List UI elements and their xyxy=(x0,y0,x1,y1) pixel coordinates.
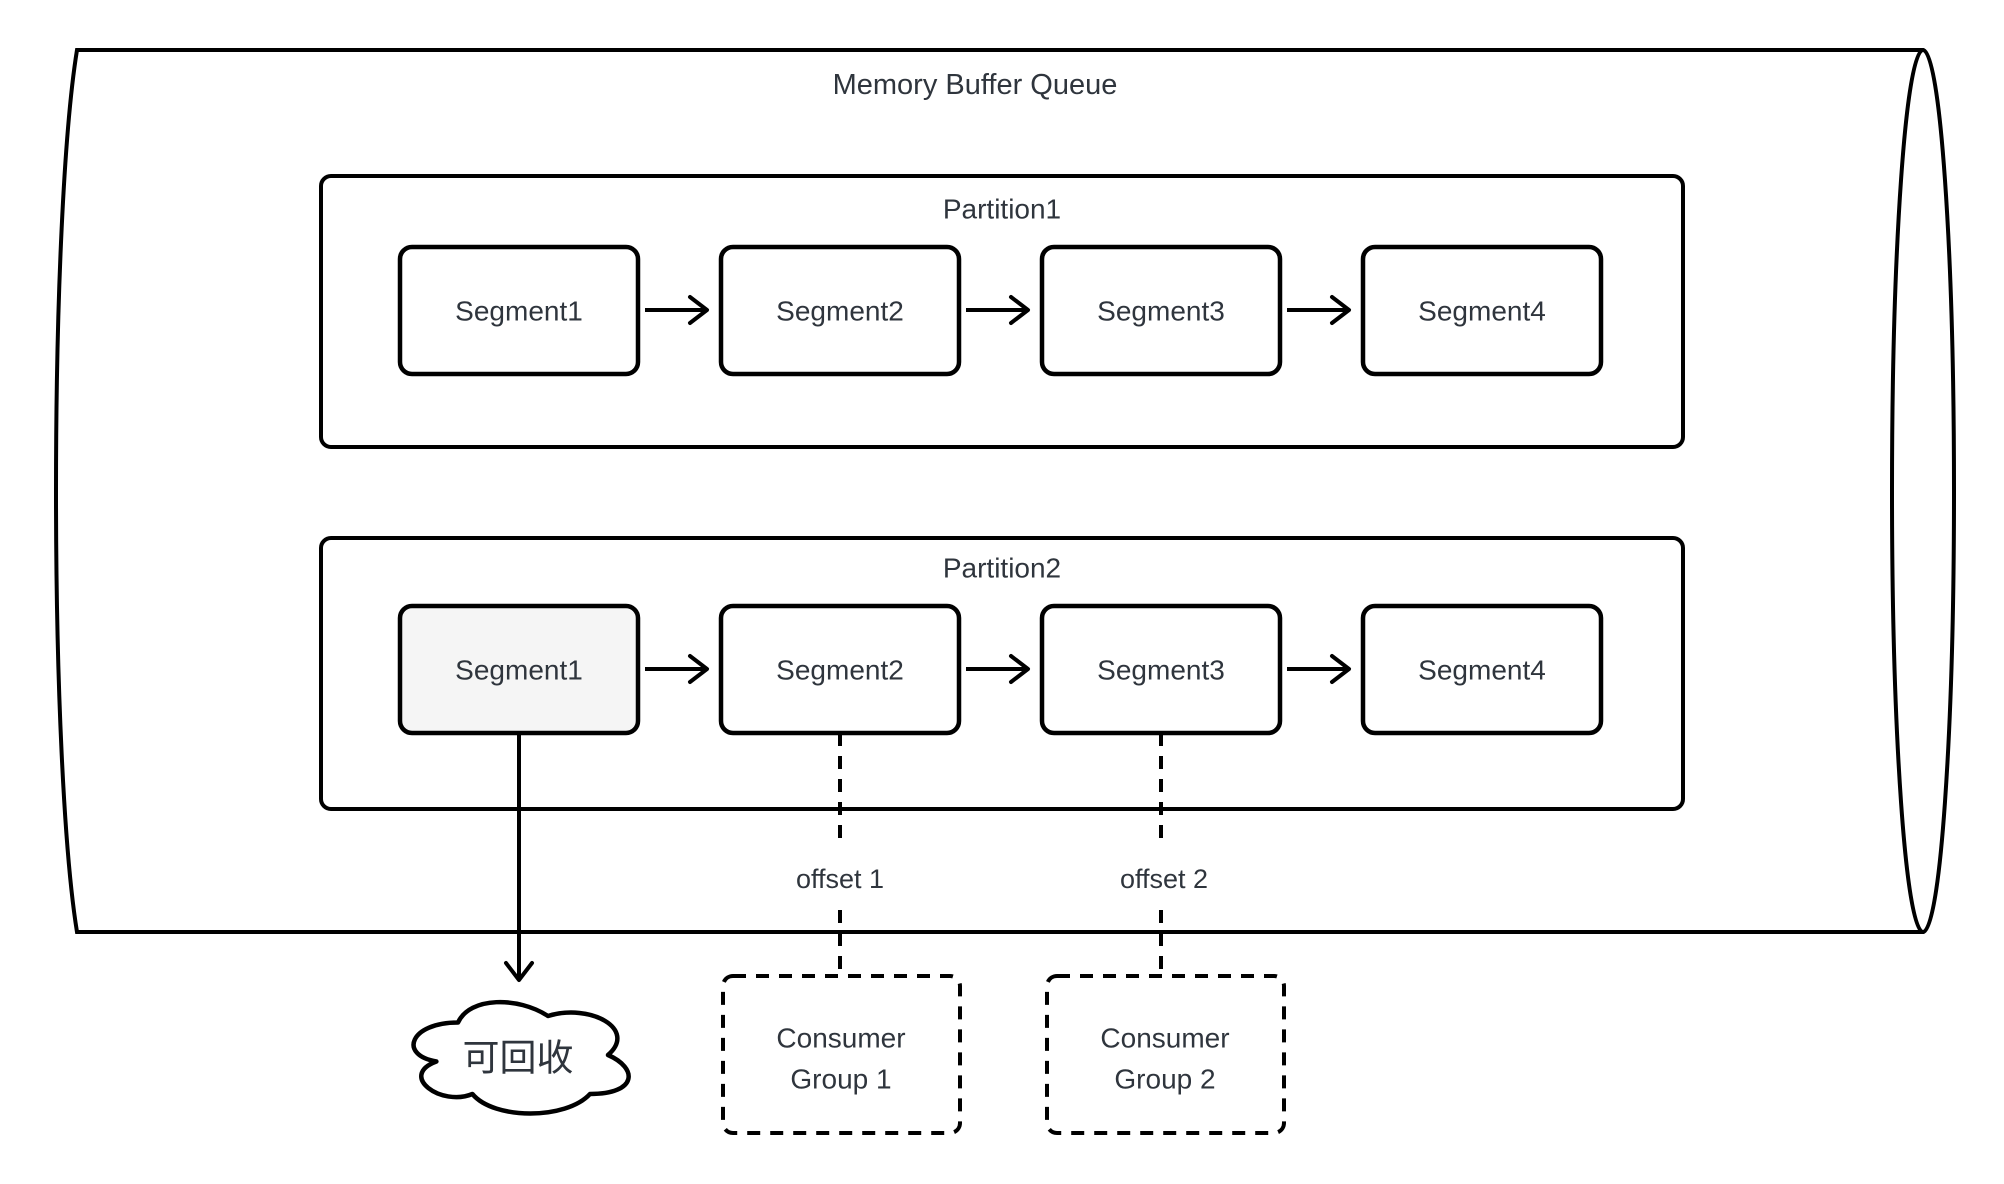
arrow-p2-s1-to-cloud xyxy=(504,733,534,982)
segment-box-p2-s4: Segment4 xyxy=(1360,603,1604,736)
partition-1: Partition1 Segment1 Segment2 Segment3 Se… xyxy=(319,174,1685,449)
segment-label: Segment1 xyxy=(455,655,583,686)
offset-1-label: offset 1 xyxy=(796,864,884,894)
segment-label: Segment1 xyxy=(455,296,583,327)
partition-2-label: Partition2 xyxy=(943,553,1061,584)
segment-box-p2-s3: Segment3 xyxy=(1039,603,1283,736)
recyclable-cloud: 可回收 xyxy=(411,999,631,1116)
segment-label: Segment2 xyxy=(776,296,904,327)
consumer-group-1-line2: Group 1 xyxy=(790,1064,891,1095)
partition-1-box xyxy=(319,174,1685,449)
arrow-p1-s2-to-s3 xyxy=(966,295,1030,325)
segment-label: Segment4 xyxy=(1418,655,1546,686)
offset-1-connector: offset 1 xyxy=(796,733,884,973)
arrowhead xyxy=(688,295,709,325)
cloud-shape xyxy=(411,999,631,1116)
memory-buffer-queue-cylinder: Memory Buffer Queue xyxy=(53,48,1956,934)
arrow-p2-s1-to-s2 xyxy=(645,654,709,684)
diagram-title: Memory Buffer Queue xyxy=(833,69,1118,101)
consumer-group-2-line1: Consumer xyxy=(1100,1023,1229,1054)
arrowhead xyxy=(504,961,534,982)
consumer-group-1-box xyxy=(721,974,962,1135)
arrowhead xyxy=(1330,654,1351,684)
consumer-group-2-line2: Group 2 xyxy=(1114,1064,1215,1095)
arrowhead xyxy=(1330,295,1351,325)
cylinder-right-cap xyxy=(1890,48,1956,934)
partition-2-box xyxy=(319,536,1685,811)
arrow-p1-s3-to-s4 xyxy=(1287,295,1351,325)
segment-label: Segment3 xyxy=(1097,296,1225,327)
cloud-label: 可回收 xyxy=(463,1038,574,1079)
offset-2-label: offset 2 xyxy=(1120,864,1208,894)
segment-box-p2-s2: Segment2 xyxy=(718,603,962,736)
partition-2: Partition2 Segment1 Segment2 Segment3 Se… xyxy=(319,536,1685,811)
consumer-group-1-line1: Consumer xyxy=(776,1023,905,1054)
segment-box-p1-s4: Segment4 xyxy=(1360,244,1604,377)
segment-box-p1-s1: Segment1 xyxy=(397,244,641,377)
segment-box-p2-s1: Segment1 xyxy=(397,603,641,736)
consumer-group-2-box xyxy=(1045,974,1286,1135)
arrowhead xyxy=(1009,295,1030,325)
cylinder-body xyxy=(53,48,1925,934)
segment-box-p1-s2: Segment2 xyxy=(718,244,962,377)
arrowhead xyxy=(688,654,709,684)
segment-label: Segment4 xyxy=(1418,296,1546,327)
segment-label: Segment3 xyxy=(1097,655,1225,686)
arrow-p1-s1-to-s2 xyxy=(645,295,709,325)
arrow-p2-s3-to-s4 xyxy=(1287,654,1351,684)
arrowhead xyxy=(1009,654,1030,684)
offset-2-connector: offset 2 xyxy=(1120,733,1208,973)
partition-1-label: Partition1 xyxy=(943,194,1061,225)
segment-box-p1-s3: Segment3 xyxy=(1039,244,1283,377)
arrow-p2-s2-to-s3 xyxy=(966,654,1030,684)
consumer-group-1: Consumer Group 1 xyxy=(721,974,962,1135)
consumer-group-2: Consumer Group 2 xyxy=(1045,974,1286,1135)
segment-label: Segment2 xyxy=(776,655,904,686)
